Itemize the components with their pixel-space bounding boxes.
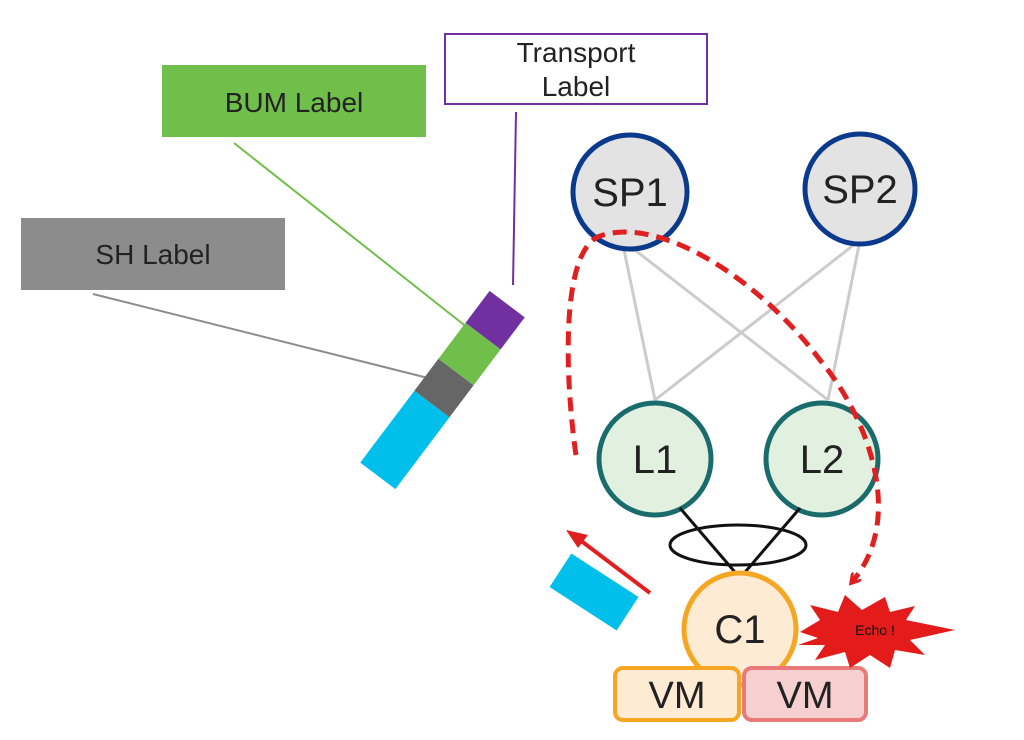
transport-segment (465, 290, 525, 350)
echo-path (565, 229, 881, 582)
sp1-label: SP1 (592, 171, 668, 215)
payload-packet (549, 553, 639, 631)
sp2-label: SP2 (822, 168, 898, 212)
transport-label-box: Transport Label (444, 33, 708, 105)
vm-left-label: VM (649, 675, 706, 717)
sh-label-text: SH Label (95, 239, 210, 270)
spine-sp2: SP2 (802, 131, 918, 247)
spine-sp1: SP1 (570, 132, 690, 252)
payload-segment (360, 390, 450, 490)
vm-left: VM (613, 666, 741, 722)
bum-segment (438, 322, 501, 386)
l1-label: L1 (633, 438, 678, 482)
sh-pointer-line (92, 293, 429, 379)
bum-label-box: BUM Label (162, 65, 426, 137)
fabric-links (620, 238, 862, 402)
bum-label-text: BUM Label (225, 87, 364, 118)
transport-label-line1: Transport (517, 37, 636, 68)
leaf-l1: L1 (596, 400, 714, 518)
echo-label: Echo ! (855, 622, 895, 638)
transport-pointer-line (512, 111, 517, 286)
l2-label: L2 (800, 438, 845, 482)
sh-label-box: SH Label (21, 218, 285, 290)
vm-right: VM (742, 666, 868, 722)
packet-arrow (566, 530, 652, 595)
ce-c1: C1 (681, 570, 799, 688)
label-stack (360, 290, 525, 490)
bum-pointer-line (233, 142, 469, 329)
port-channel (668, 507, 808, 579)
transport-label-line2: Label (542, 71, 611, 102)
echo-burst: Echo ! (798, 595, 955, 668)
sh-segment (414, 358, 474, 418)
leaf-l2: L2 (763, 400, 881, 518)
c1-label: C1 (714, 608, 765, 652)
vm-right-label: VM (777, 675, 834, 717)
